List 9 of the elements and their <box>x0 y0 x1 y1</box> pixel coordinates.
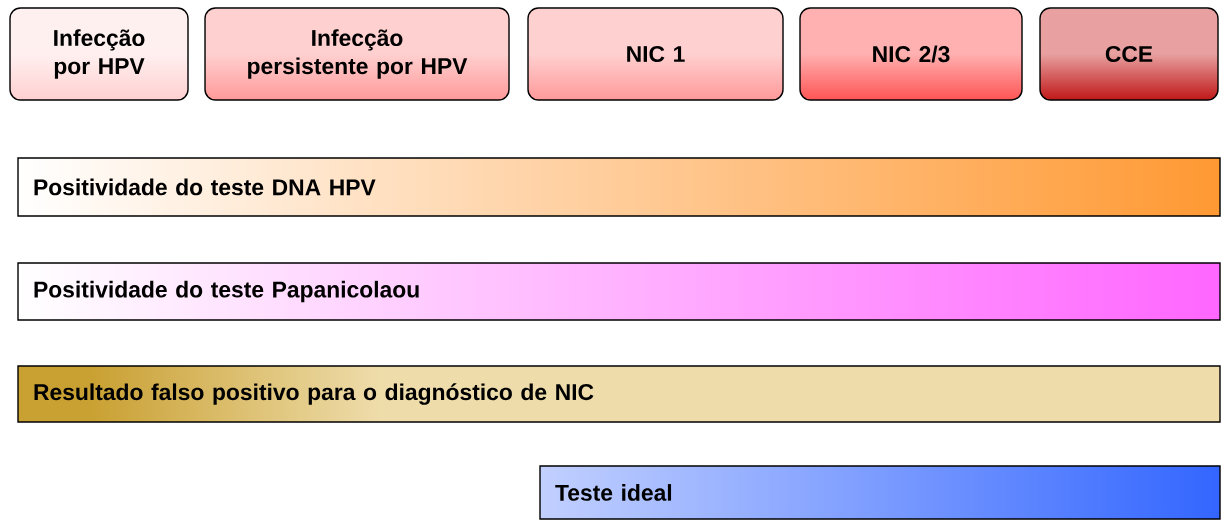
test-bar: Positividade do teste Papanicolaou <box>17 262 1221 321</box>
test-bar: Resultado falso positivo para o diagnóstico de NIC <box>17 365 1221 423</box>
stage-box: Infecção por HPV <box>9 7 189 101</box>
test-bar: Positividade do teste DNA HPV <box>17 157 1221 217</box>
stage-box: NIC 2/3 <box>799 7 1023 101</box>
stage-box: CCE <box>1039 7 1219 101</box>
stage-box: NIC 1 <box>527 7 784 101</box>
test-bar: Teste ideal <box>539 465 1221 520</box>
stage-box: Infecção persistente por HPV <box>204 7 510 101</box>
